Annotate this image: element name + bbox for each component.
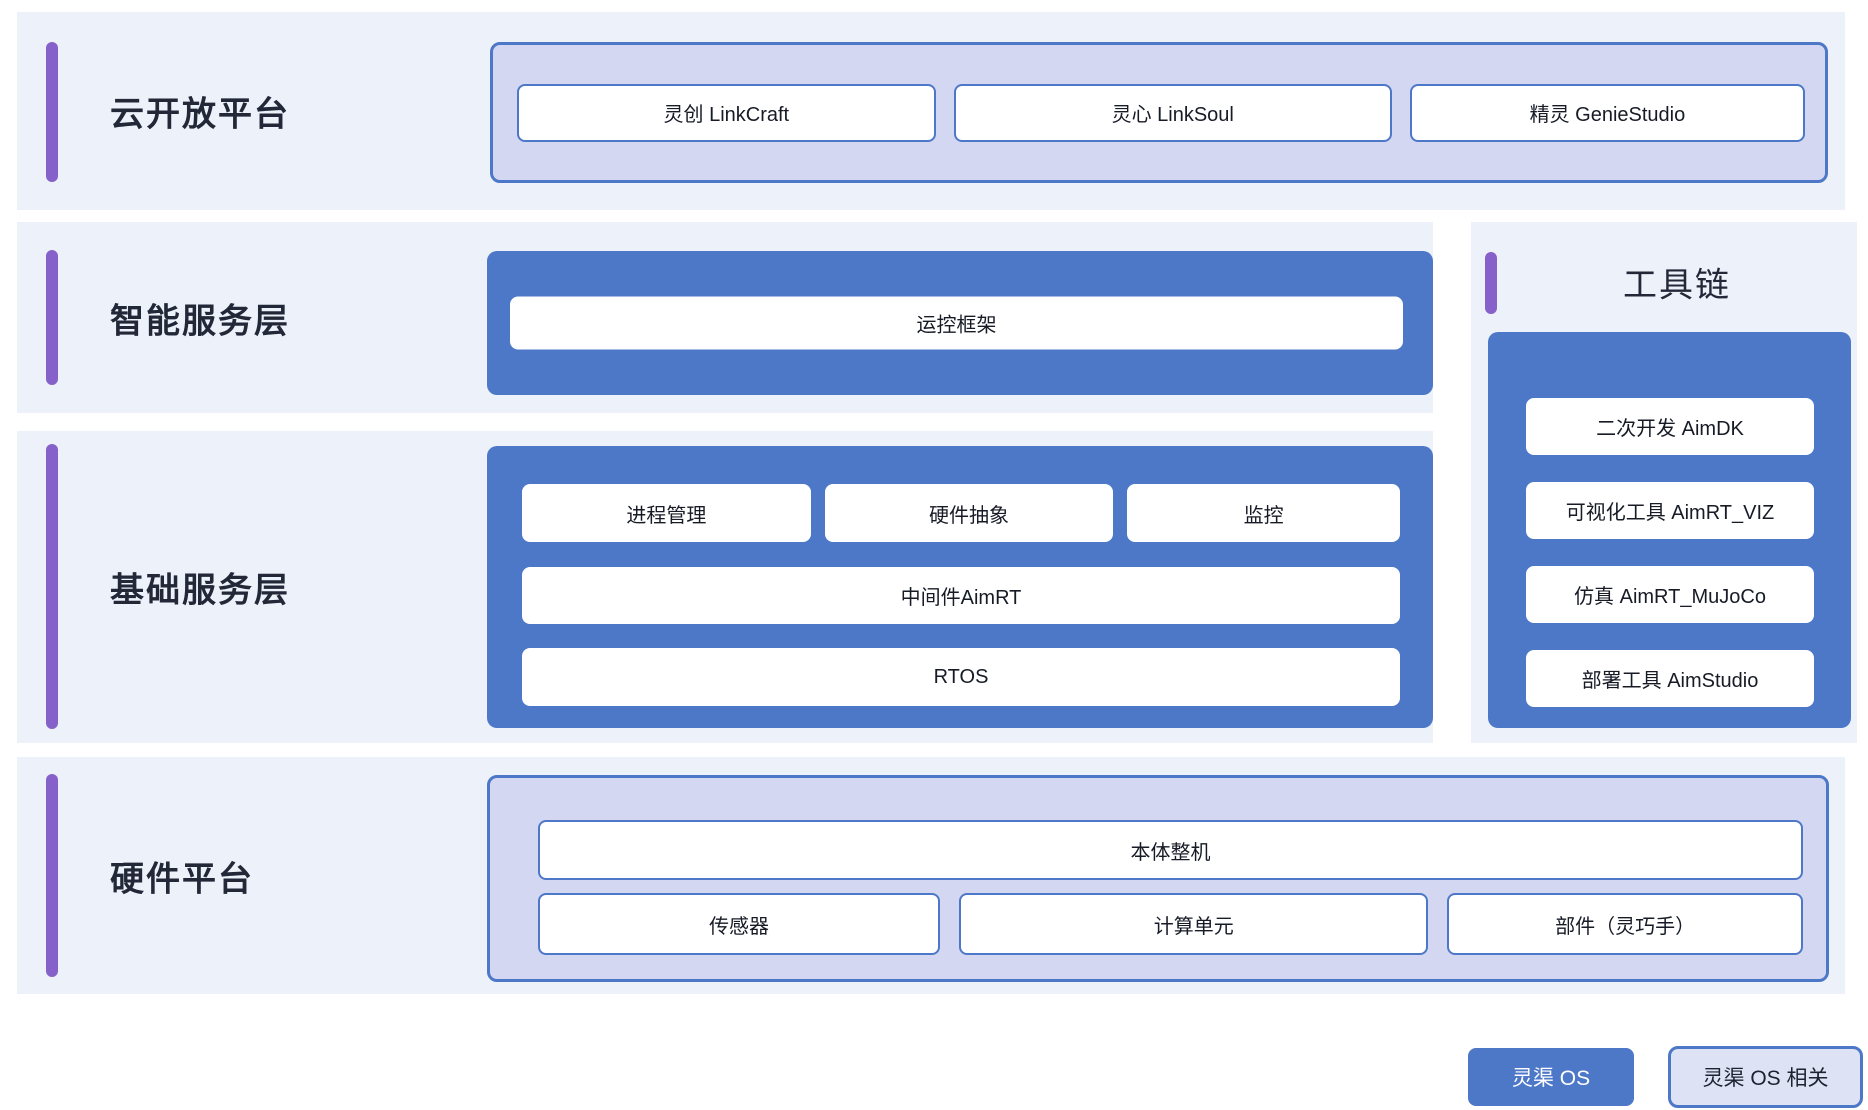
cloud-container: 灵创 LinkCraft 灵心 LinkSoul 精灵 GenieStudio <box>490 42 1828 183</box>
box-linksoul: 灵心 LinkSoul <box>953 83 1392 142</box>
box-geniestudio: 精灵 GenieStudio <box>1409 83 1806 142</box>
accent-bar <box>1485 252 1497 314</box>
section-title-hardware: 硬件平台 <box>110 860 254 898</box>
box-hardware-abstraction: 硬件抽象 <box>824 484 1114 542</box>
box-compute-unit: 计算单元 <box>959 893 1429 955</box>
legend-lingqu-os: 灵渠 OS <box>1468 1048 1634 1106</box>
accent-bar <box>46 42 58 182</box>
box-monitoring: 监控 <box>1127 484 1400 542</box>
box-process-management: 进程管理 <box>522 484 811 542</box>
box-aimdk: 二次开发 AimDK <box>1526 398 1814 455</box>
basic-panel: 进程管理 硬件抽象 监控 中间件AimRT RTOS <box>487 446 1433 728</box>
box-motion-control-framework: 运控框架 <box>510 296 1403 350</box>
box-linkcraft: 灵创 LinkCraft <box>517 83 936 142</box>
accent-bar <box>46 774 58 977</box>
section-title-toolchain: 工具链 <box>1622 266 1731 305</box>
intelligent-panel: 运控框架 <box>487 251 1433 395</box>
hardware-container: 本体整机 传感器 计算单元 部件（灵巧手） <box>487 775 1829 982</box>
accent-bar <box>46 250 58 385</box>
section-title-basic: 基础服务层 <box>110 571 290 610</box>
section-cloud-platform: 云开放平台 灵创 LinkCraft 灵心 LinkSoul 精灵 GenieS… <box>17 12 1845 210</box>
section-basic-service: 基础服务层 进程管理 硬件抽象 监控 中间件AimRT RTOS <box>17 431 1433 743</box>
box-aimstudio: 部署工具 AimStudio <box>1526 650 1814 707</box>
box-middleware-aimrt: 中间件AimRT <box>522 566 1400 624</box>
accent-bar <box>46 444 58 729</box>
box-rtos: RTOS <box>522 648 1400 706</box>
toolchain-panel: 二次开发 AimDK 可视化工具 AimRT_VIZ 仿真 AimRT_MuJo… <box>1488 332 1851 728</box>
section-toolchain: 工具链 二次开发 AimDK 可视化工具 AimRT_VIZ 仿真 AimRT_… <box>1471 222 1857 743</box>
box-sensors: 传感器 <box>538 893 941 955</box>
box-aimrt-viz: 可视化工具 AimRT_VIZ <box>1526 482 1814 539</box>
box-aimrt-mujoco: 仿真 AimRT_MuJoCo <box>1526 566 1814 623</box>
legend-lingqu-os-related: 灵渠 OS 相关 <box>1668 1046 1863 1108</box>
box-parts-dexterous-hand: 部件（灵巧手） <box>1447 893 1803 955</box>
section-title-intelligent: 智能服务层 <box>110 302 290 340</box>
box-robot-body: 本体整机 <box>538 820 1803 880</box>
section-hardware-platform: 硬件平台 本体整机 传感器 计算单元 部件（灵巧手） <box>17 757 1845 994</box>
section-intelligent-service: 智能服务层 运控框架 <box>17 222 1433 413</box>
section-title-cloud: 云开放平台 <box>110 95 290 134</box>
